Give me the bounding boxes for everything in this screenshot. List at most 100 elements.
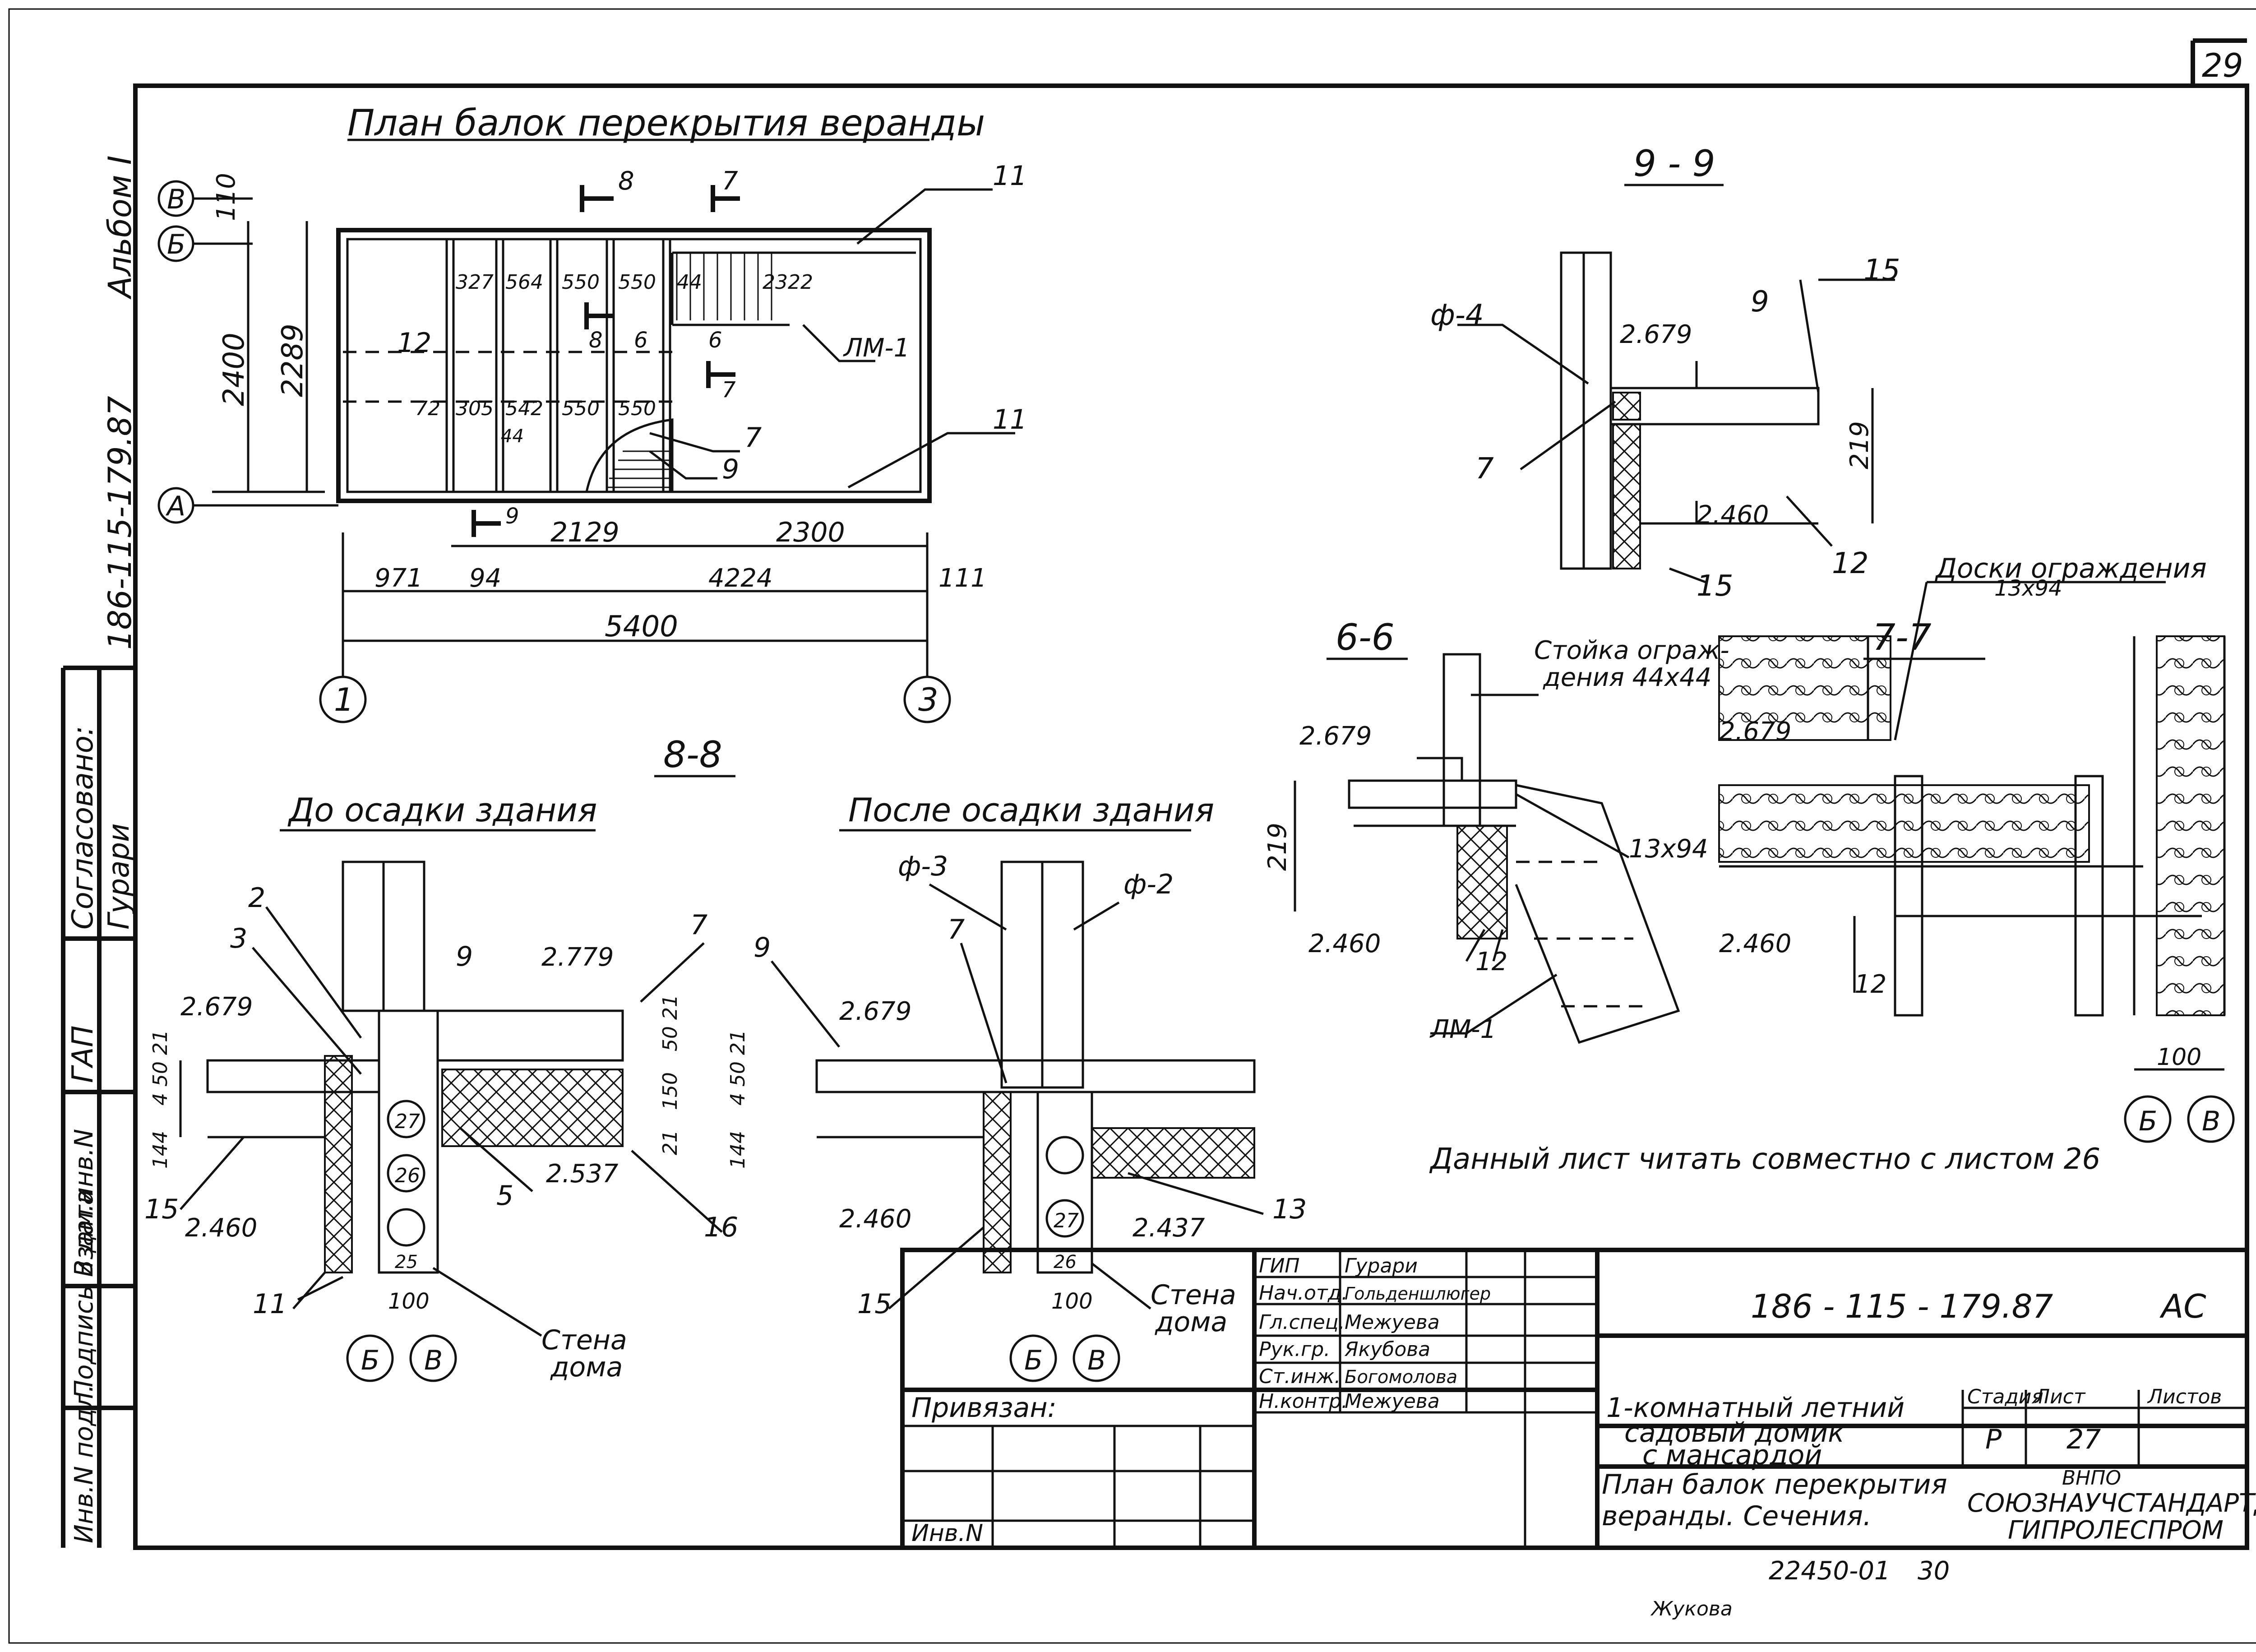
stamp-mark: АС [2159, 1287, 2206, 1325]
sec66-board: 13x94 [1629, 834, 1708, 864]
stamp-org3: ГИПРОЛЕСПРОМ [2008, 1516, 2224, 1545]
b-wall2: дома [550, 1351, 623, 1383]
b-m7: 7 [690, 909, 707, 941]
stamp-list: 27 [2066, 1424, 2101, 1455]
sec66-d219: 219 [1263, 823, 1292, 871]
b-wall: Стена [541, 1324, 627, 1356]
b-axb: Б [361, 1345, 379, 1376]
gap-label: ГАП [66, 1025, 100, 1083]
stamp-title3: с мансардой [1642, 1439, 1822, 1471]
a-d450: 4 50 21 [726, 1030, 749, 1106]
name-3: Якубова [1344, 1338, 1430, 1361]
note: Данный лист читать совместно с листом 26 [1429, 1143, 2100, 1176]
stamp-sheet2: веранды. Сечения. [1602, 1500, 1872, 1532]
stamp-privyazan: Привязан: [911, 1392, 1057, 1424]
bottom-signature: Жукова [1650, 1597, 1733, 1620]
stamp-list-h: Лист [2034, 1385, 2086, 1408]
sec66-e2679: 2.679 [1299, 722, 1372, 751]
sec66-title: 6-6 [1336, 616, 1395, 658]
b-e2460: 2.460 [185, 1213, 257, 1243]
mark-9: 9 [722, 453, 739, 485]
sec99-15b: 15 [1697, 569, 1733, 603]
name-5: Межуева [1345, 1390, 1440, 1413]
dim-971: 971 [374, 564, 423, 593]
a-m15: 15 [857, 1288, 892, 1320]
span-550c: 550 [562, 397, 600, 420]
b-m2: 2 [248, 882, 265, 914]
sec66-post: Стойка ограж- [1534, 636, 1729, 665]
stamp-org1: ВНПО [2062, 1467, 2121, 1490]
stamp-org2: СОЮЗНАУЧСТАНДАРТДОМ [1967, 1489, 2256, 1518]
title-block [900, 1248, 2249, 1550]
dim-110: 110 [212, 173, 241, 221]
sec77-d100: 100 [2157, 1044, 2201, 1071]
stamp-sheet1: План балок перекрытия [1602, 1469, 1947, 1500]
dim-111: 111 [938, 564, 987, 593]
b-e2679: 2.679 [180, 992, 253, 1022]
sec88-after: После осадки здания [848, 791, 1214, 829]
a-wall: Стена [1151, 1279, 1236, 1311]
vzam-label: Взам.инв.N [69, 1129, 99, 1277]
cut-6b: 6 [708, 328, 722, 353]
b-m27: 27 [395, 1110, 420, 1133]
sec77-12: 12 [1854, 970, 1886, 999]
sec99-d219: 219 [1845, 421, 1874, 469]
b-d144: 144 [149, 1131, 172, 1169]
span-2322: 2322 [763, 271, 813, 294]
a-m27: 27 [1054, 1209, 1079, 1232]
side-code: 186-115-179.87 [102, 396, 139, 650]
mark-11a: 11 [993, 160, 1027, 192]
role-0: ГИП [1259, 1254, 1300, 1277]
b-d450r: 50 21 [659, 995, 682, 1051]
b-m5: 5 [496, 1180, 513, 1212]
sec77-boards: Доски ограждения [1934, 553, 2207, 584]
sec66-drawing [1294, 653, 1680, 1044]
role-4: Ст.инж. [1259, 1365, 1341, 1388]
a-f2: ф-2 [1123, 869, 1174, 900]
sec88-title: 8-8 [663, 734, 722, 776]
cut-8a: 8 [618, 167, 634, 196]
span-564: 564 [505, 271, 543, 294]
span-44a: 44 [677, 271, 702, 294]
sec88-after-drawing [815, 861, 1256, 1274]
sec77-boards2: 13x94 [1994, 576, 2062, 601]
dim-2289: 2289 [276, 324, 310, 397]
a-wall2: дома [1155, 1306, 1227, 1338]
span-72: 72 [415, 397, 440, 420]
a-m26: 26 [1054, 1252, 1077, 1273]
span-550d: 550 [618, 397, 656, 420]
role-1: Нач.отд. [1259, 1282, 1348, 1305]
b-d100: 100 [388, 1289, 430, 1314]
span-550b: 550 [618, 271, 656, 294]
b-m16: 16 [704, 1212, 738, 1243]
sec66-lm1: ЛМ-1 [1429, 1015, 1496, 1044]
name-2: Межуева [1345, 1311, 1440, 1334]
span-44b: 44 [501, 426, 524, 447]
sec99-7: 7 [1475, 452, 1494, 486]
sec99-15a: 15 [1863, 254, 1900, 287]
archive-page: 30 [1918, 1556, 1950, 1586]
a-e2460: 2.460 [839, 1204, 911, 1234]
archive-number: 22450-01 [1769, 1556, 1891, 1586]
span-327: 327 [456, 271, 494, 294]
agreed-label: Согласовано: [66, 726, 100, 930]
sec66-12: 12 [1475, 947, 1507, 976]
axis-b: Б [167, 229, 185, 260]
span-542: 542 [505, 397, 543, 420]
sec77-axb: Б [2139, 1106, 2157, 1137]
b-d150: 150 [659, 1072, 682, 1110]
dim-94: 94 [469, 564, 501, 593]
b-axv: В [424, 1345, 443, 1376]
cut-7a: 7 [722, 167, 738, 196]
plan-axes [157, 180, 951, 723]
dim-2300: 2300 [776, 517, 845, 548]
gap-name: Гурари [102, 823, 136, 930]
sec77-e2679: 2.679 [1719, 717, 1791, 746]
cut-9: 9 [505, 504, 519, 529]
name-0: Гурари [1345, 1254, 1418, 1277]
sec77-axv: В [2202, 1106, 2220, 1137]
a-m13: 13 [1272, 1194, 1307, 1225]
sec99-9: 9 [1751, 285, 1769, 319]
role-5: Н.контр. [1259, 1390, 1348, 1413]
